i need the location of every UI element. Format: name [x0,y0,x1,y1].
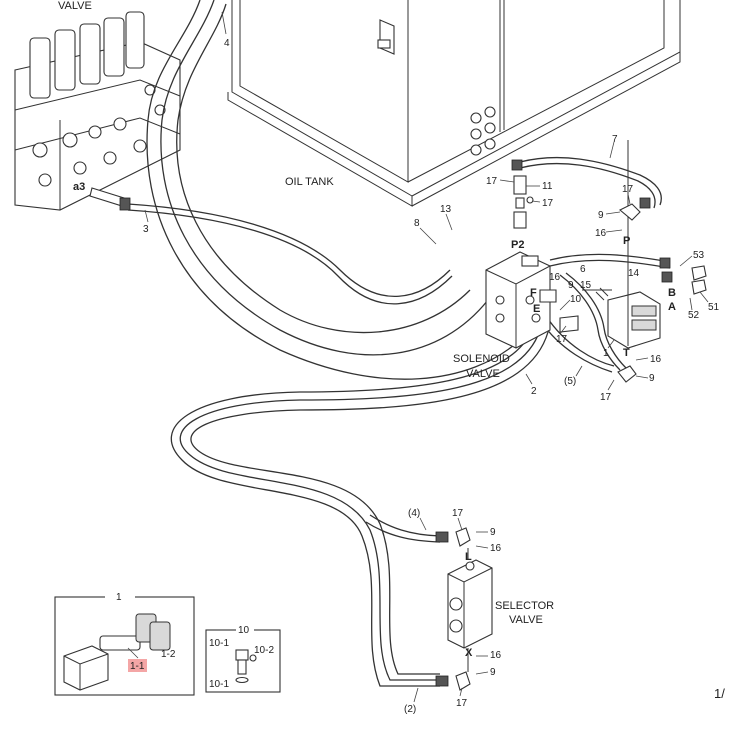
selector-valve-label-2: VALVE [509,614,543,626]
port-a-label: A [668,301,676,313]
solenoid-valve-label-2: VALVE [466,368,500,380]
valve-label-top: VALVE [58,0,92,12]
port-x-label: X [465,647,473,659]
inset-1-sub-2: 1-2 [161,649,176,660]
callout-13: 13 [440,204,452,215]
callout-17-e: 17 [600,392,612,403]
callout-17-c: 17 [622,184,634,195]
port-p-label: P [623,235,630,247]
callout-9-a: 9 [598,210,604,221]
p2-fittings [513,175,534,229]
callout-4: 4 [224,38,230,49]
callout-16-c: 16 [650,354,662,365]
callout-53: 53 [693,250,705,261]
selector-valve-label-1: SELECTOR [495,600,554,612]
callout-16-b: 16 [549,272,561,283]
callout-numbers: 4 3 7 17 11 17 17 9 16 8 13 53 6 16 9 10… [143,11,720,715]
callout-15: 15 [580,280,592,291]
elbow-fittings [455,203,707,691]
hoses [119,0,673,687]
callout-2: 2 [531,386,537,397]
callout-14: 14 [628,268,640,279]
inset-10-part-c: 10-1 [209,679,229,690]
inset-1-highlight [128,659,147,672]
port-b-label: B [668,287,676,299]
page-number-fragment: 1/ [714,686,725,701]
solenoid-valve-label-1: SOLENOID [453,353,510,365]
oil-tank: OIL TANK [227,0,681,207]
solenoid-valve: P2 F E SOLENOID VALVE [453,239,579,380]
inset-item-10: 10 10-1 10-2 10-1 [205,624,281,693]
callout-52: 52 [688,310,700,321]
callout-9-e: 9 [490,667,496,678]
port-a3-label: a3 [73,181,85,193]
callout-8: 8 [414,218,420,229]
callout-9-d: 9 [490,527,496,538]
callout-5-paren: (5) [564,376,576,387]
port-f-label: F [530,287,537,299]
callout-17-a: 17 [486,176,498,187]
callout-9-b: 9 [568,280,574,291]
callout-11: 11 [542,181,553,192]
callout-6: 6 [580,264,586,275]
callout-17-f: 17 [452,508,464,519]
callout-16-e: 16 [490,650,502,661]
callout-10: 10 [570,294,582,305]
callout-3: 3 [143,224,149,235]
inset-1-sub-1: 1-1 [130,661,145,672]
inset-item-1: 1 1-2 1-1 [54,591,195,696]
callout-1: 1 [603,348,609,359]
callout-17-d: 17 [556,334,568,345]
callout-51: 51 [708,302,720,313]
solenoid-item-1: P T B A [607,140,676,359]
port-e-label: E [533,303,540,315]
callout-17-b: 17 [542,198,554,209]
callout-7: 7 [612,134,618,145]
inset-10-part-a: 10-1 [209,638,229,649]
port-t-label: T [623,347,630,359]
callout-17-g: 17 [456,698,468,709]
callout-9-c: 9 [649,373,655,384]
callout-16-a: 16 [595,228,607,239]
callout-16-d: 16 [490,543,502,554]
callout-4-paren: (4) [408,508,420,519]
inset-10-part-b: 10-2 [254,645,274,656]
port-p2-label: P2 [511,239,524,251]
selector-valve: L X SELECTOR VALVE [447,548,554,672]
callout-2-paren: (2) [404,704,416,715]
main-control-valve: VALVE a3 [14,0,181,211]
inset-10-title: 10 [238,625,250,636]
oil-tank-label: OIL TANK [285,176,334,188]
inset-1-title: 1 [116,592,122,603]
